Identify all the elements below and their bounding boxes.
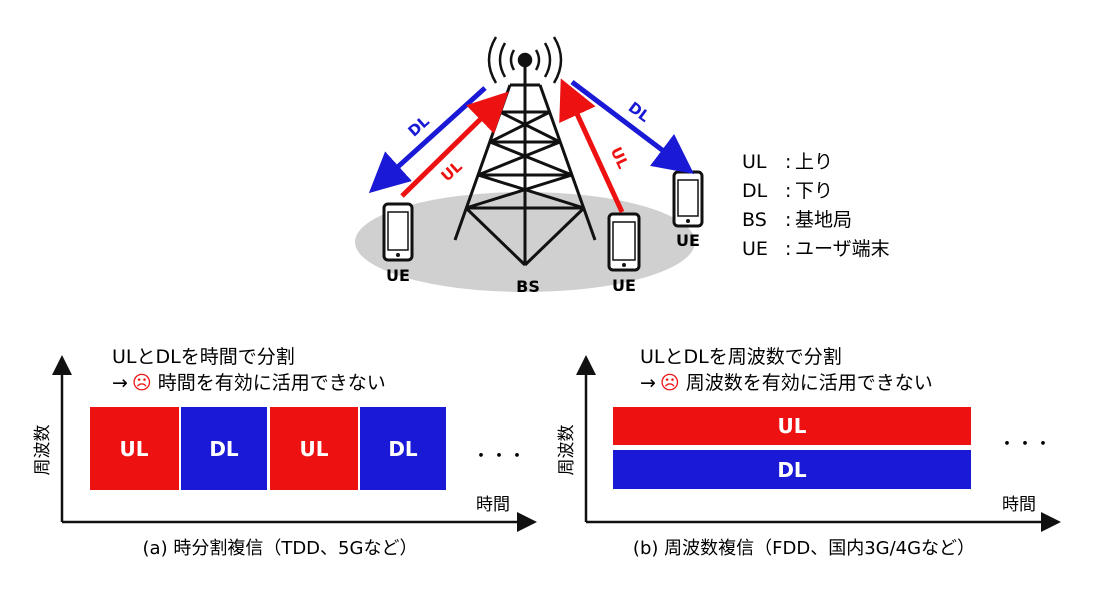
panel-b-caption: (b) 周波数複信（FDD、国内3G/4Gなど）	[633, 538, 975, 559]
cell-tower-icon	[453, 65, 597, 267]
ue-right-label: UE	[676, 231, 700, 250]
legend-item: DL:下り	[742, 180, 833, 202]
tdd-block-label: UL	[120, 437, 149, 461]
ue-center-label: UE	[612, 276, 636, 295]
ue-left-phone: UE	[382, 202, 414, 285]
panel-b-ellipsis: ・・・	[998, 434, 1052, 455]
panel-b-line2: →☹周波数を有効に活用できない	[640, 372, 933, 394]
ue-left-label: UE	[386, 266, 410, 285]
legend-item: UE:ユーザ端末	[742, 238, 890, 260]
fdd-band-label: UL	[778, 414, 807, 438]
panel-b-ylabel: 周波数	[557, 425, 577, 476]
ul-label-left: UL	[438, 157, 467, 185]
tdd-block-label: DL	[388, 437, 418, 461]
tdd-block-dl	[360, 407, 446, 490]
ul-arrow-left	[400, 91, 509, 198]
panel-a-line1: ULとDLを時間で分割	[112, 346, 295, 368]
fdd-band-label: DL	[777, 458, 807, 482]
panel-a-xlabel: 時間	[476, 495, 510, 515]
tdd-block-ul	[270, 407, 358, 490]
tdd-block-ul	[90, 407, 179, 490]
antenna-signal-icon	[487, 36, 563, 84]
dl-label-right: DL	[625, 98, 654, 126]
panel-b-xlabel: 時間	[1002, 495, 1036, 515]
panel-b-line1: ULとDLを周波数で分割	[640, 346, 842, 368]
panel-a-line2: →☹時間を有効に活用できない	[112, 372, 386, 394]
tdd-block-label: UL	[300, 437, 329, 461]
smartphone-icon	[607, 212, 641, 272]
panel-b-fdd: ULとDLを周波数で分割 →☹周波数を有効に活用できない 周波数 時間 UL D…	[557, 346, 1061, 559]
dl-arrow-right	[570, 80, 694, 175]
bs-label: BS	[516, 277, 540, 296]
ue-center-phone: UE	[607, 212, 641, 295]
legend: UL:上り DL:下り BS:基地局 UE:ユーザ端末	[742, 151, 890, 260]
fdd-band-dl	[613, 450, 971, 489]
panel-a-ylabel: 周波数	[33, 425, 53, 476]
panel-a-caption: (a) 時分割複信（TDD、5Gなど）	[143, 538, 418, 559]
tdd-block-label: DL	[209, 437, 239, 461]
tdd-block-dl	[181, 407, 267, 490]
ue-right-phone: UE	[672, 170, 704, 250]
smartphone-icon	[382, 202, 414, 262]
legend-item: UL:上り	[742, 151, 833, 173]
panel-a-tdd: ULとDLを時間で分割 →☹時間を有効に活用できない 周波数 時間 UL DL …	[33, 346, 537, 559]
sad-face-icon: ☹	[660, 372, 680, 394]
legend-item: BS:基地局	[742, 209, 852, 231]
smartphone-icon	[672, 170, 704, 228]
panel-a-ellipsis: ・・・	[472, 446, 526, 467]
ul-label-right: UL	[607, 144, 633, 172]
sad-face-icon: ☹	[132, 372, 152, 394]
ul-arrow-right	[559, 78, 625, 214]
fdd-band-ul	[613, 407, 971, 445]
